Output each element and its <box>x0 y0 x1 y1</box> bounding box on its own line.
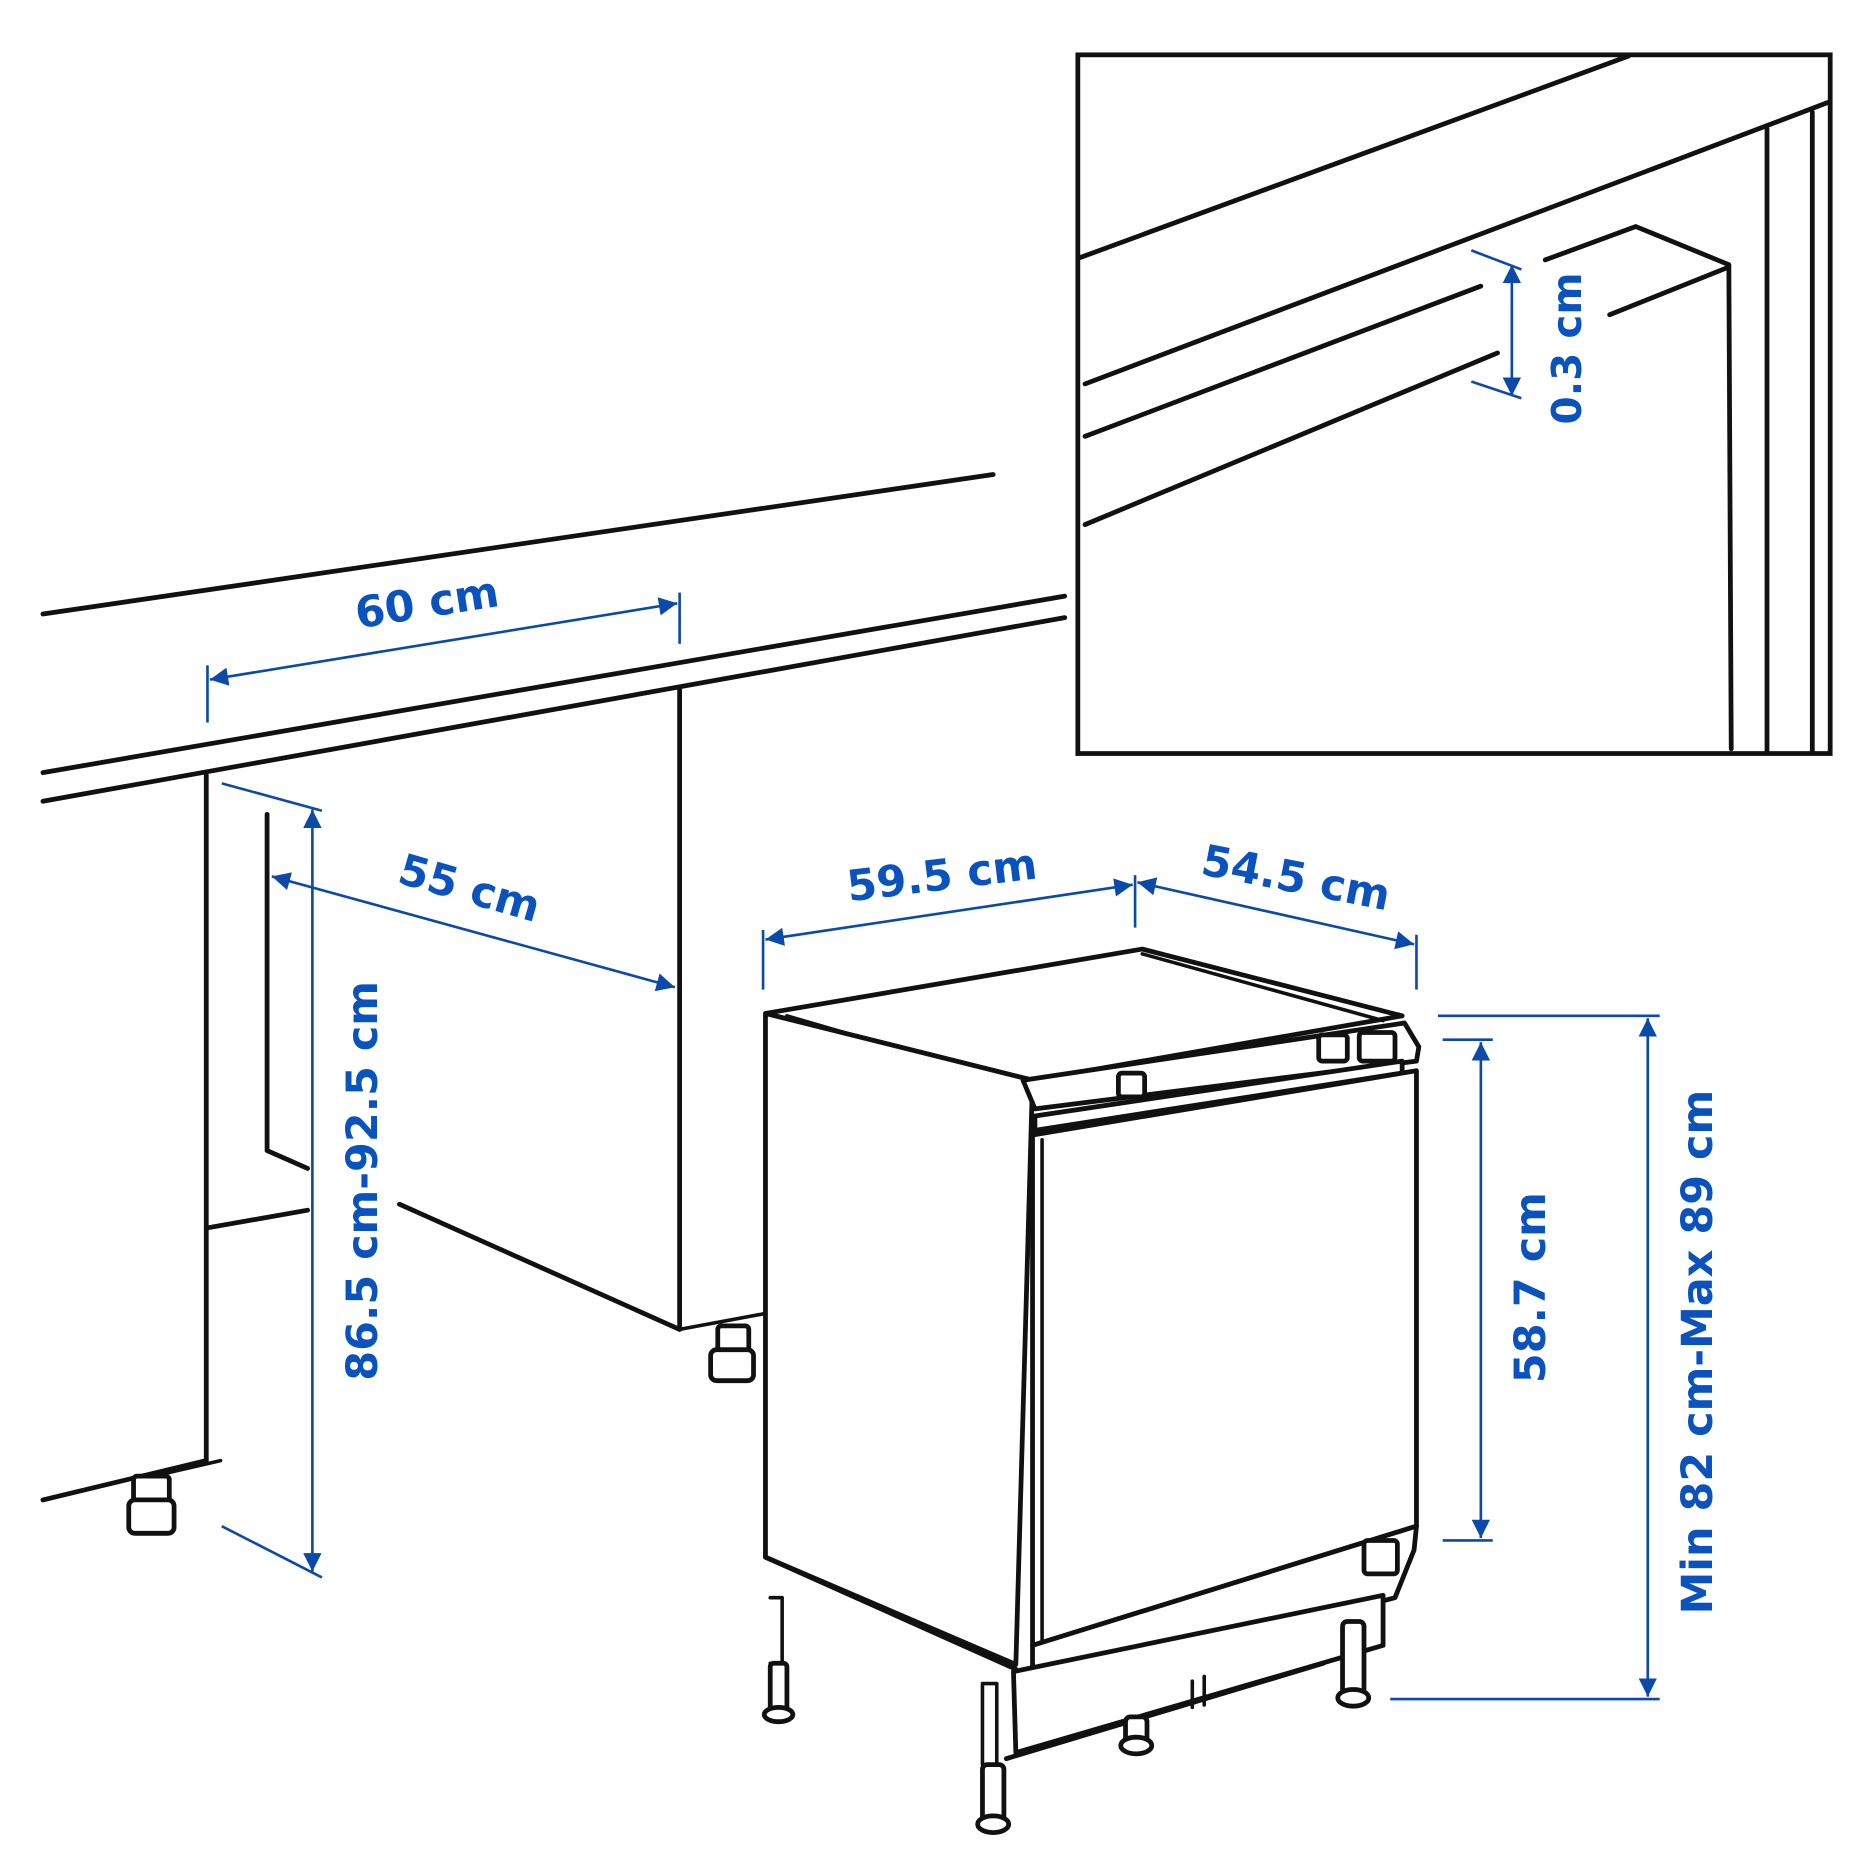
kitchen-niche-illustration <box>40 472 1068 1536</box>
hinge-icon <box>1316 1032 1350 1064</box>
appliance-depth-label: 54.5 cm <box>1197 836 1394 922</box>
dimension-niche-height: 86.5 cm-92.5 cm <box>221 782 388 1579</box>
dimension-appliance-height: Min 82 cm-Max 89 cm <box>1390 1014 1723 1701</box>
hinge-icon <box>1116 1070 1147 1100</box>
leveling-leg-icon <box>1335 1619 1372 1709</box>
inset-detail-door-gap: 0.3 cm <box>1075 52 1833 756</box>
adjustable-foot-icon <box>126 1473 177 1536</box>
refrigerator-illustration <box>761 946 1422 1835</box>
leveling-leg-icon <box>1118 1714 1155 1757</box>
appliance-height-label: Min 82 cm-Max 89 cm <box>1673 1090 1723 1615</box>
dimension-niche-depth: 55 cm <box>271 845 676 992</box>
appliance-width-label: 59.5 cm <box>844 839 1040 912</box>
dimension-door-height: 58.7 cm <box>1442 1038 1556 1542</box>
hinge-icon <box>1356 1030 1398 1064</box>
adjustable-foot-icon <box>708 1323 756 1384</box>
door-height-label: 58.7 cm <box>1506 1192 1556 1383</box>
leveling-leg-icon <box>975 1762 1012 1835</box>
niche-depth-label: 55 cm <box>393 845 546 933</box>
leveling-leg-icon <box>761 1660 796 1725</box>
niche-width-label: 60 cm <box>352 567 503 639</box>
inset-gap-label: 0.3 cm <box>1543 272 1591 424</box>
niche-height-label: 86.5 cm-92.5 cm <box>338 981 388 1381</box>
hinge-icon <box>1361 1538 1400 1577</box>
